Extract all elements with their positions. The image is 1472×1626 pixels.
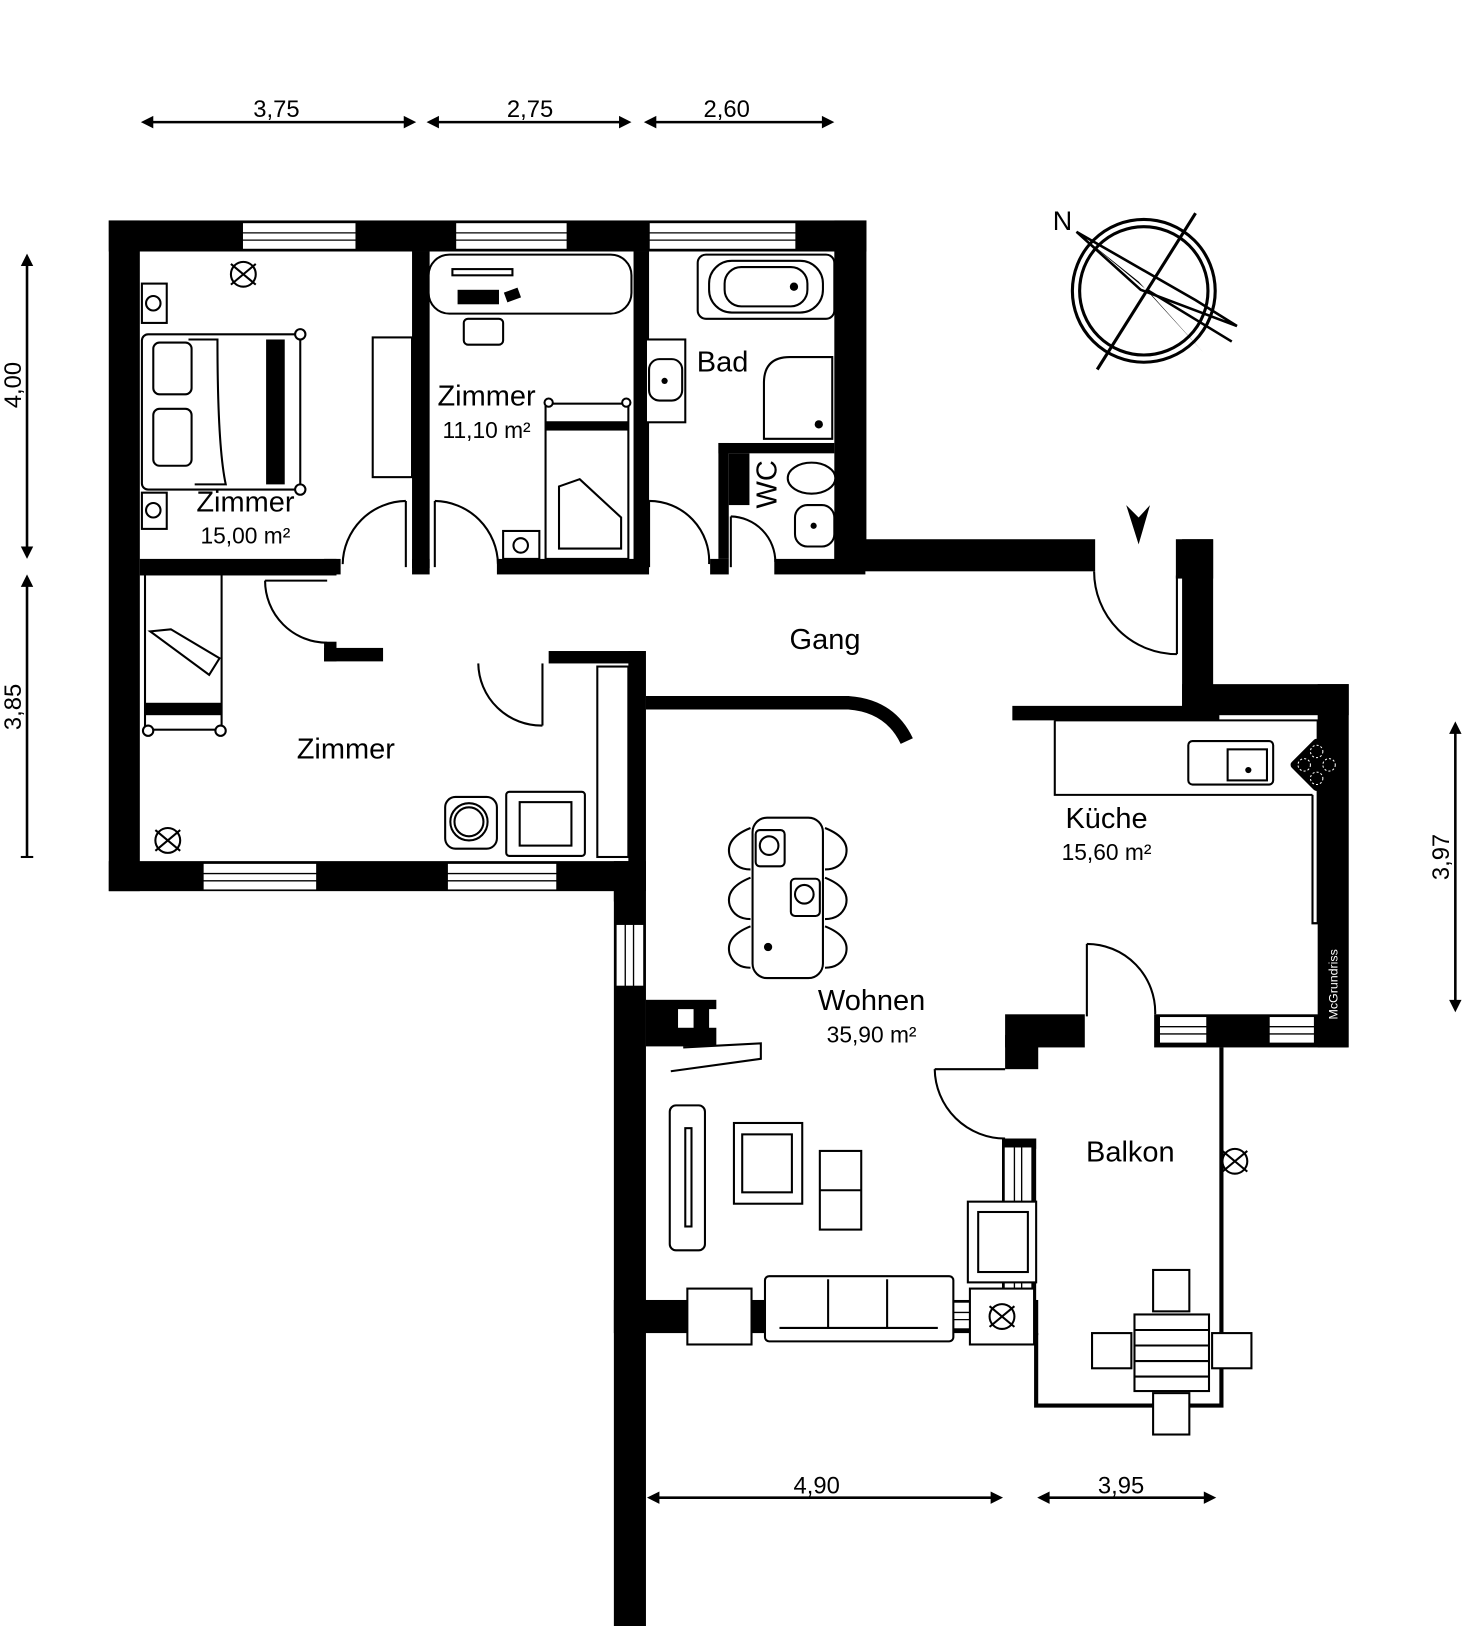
door xyxy=(264,580,328,644)
door xyxy=(933,1069,1006,1140)
room-kueche: Küche 15,60 m² xyxy=(1062,803,1152,865)
side-table-icon xyxy=(444,795,498,850)
door xyxy=(730,515,777,563)
nightstand-icon xyxy=(140,491,168,530)
door xyxy=(477,663,543,727)
dimension-bottom-1: 4,90 xyxy=(646,1473,1004,1504)
side-table-icon xyxy=(686,1287,753,1346)
furniture xyxy=(140,253,1343,1436)
dimension-label: 3,95 xyxy=(1098,1473,1144,1500)
wardrobe-icon xyxy=(596,665,630,859)
bathtub-icon xyxy=(696,253,836,320)
window xyxy=(1268,1015,1316,1044)
window xyxy=(1158,1015,1208,1044)
dimension-label: 3,75 xyxy=(253,96,299,123)
sofa-icon xyxy=(763,1275,955,1343)
window xyxy=(202,862,318,891)
dimension-top-1: 3,75 xyxy=(140,96,417,129)
window xyxy=(648,221,797,251)
window xyxy=(241,221,357,251)
kitchen-counter-icon xyxy=(1053,719,1319,925)
room-bad: Bad xyxy=(697,347,749,379)
window xyxy=(454,221,568,251)
room-name: Wohnen xyxy=(818,985,925,1017)
sink-icon xyxy=(793,504,836,548)
door xyxy=(434,499,499,565)
wardrobe-icon xyxy=(371,336,414,479)
room-zimmer-2: Zimmer 11,10 m² xyxy=(437,381,536,443)
doors xyxy=(264,499,1178,1140)
plant-icon xyxy=(229,260,257,288)
sink-icon xyxy=(644,338,687,424)
compass-icon: N xyxy=(1053,206,1238,371)
room-area: 35,90 m² xyxy=(827,1021,917,1047)
shower-icon xyxy=(762,356,834,440)
room-zimmer-1: Zimmer 15,00 m² xyxy=(196,486,295,548)
door xyxy=(649,499,711,565)
dimension-lines: 3,75 2,75 2,60 4,00 3,85 3,97 xyxy=(0,96,1462,1504)
window xyxy=(615,923,645,988)
desk-icon xyxy=(427,253,633,346)
fireplace-icon xyxy=(670,1009,762,1073)
dimension-bottom-2: 3,95 xyxy=(1037,1473,1217,1504)
room-name: Zimmer xyxy=(297,734,396,766)
dimension-top-2: 2,75 xyxy=(426,96,632,129)
plant-icon xyxy=(1221,1147,1249,1175)
room-name: Küche xyxy=(1065,803,1147,835)
compass-north-label: N xyxy=(1053,206,1072,236)
room-area: 15,60 m² xyxy=(1062,839,1152,865)
room-area: 15,00 m² xyxy=(200,522,290,548)
room-name: Zimmer xyxy=(196,486,295,518)
armchair-icon xyxy=(505,790,586,857)
dimension-top-3: 2,60 xyxy=(643,96,835,129)
room-wc: WC xyxy=(751,460,783,508)
nightstand-icon xyxy=(502,529,541,560)
room-balkon: Balkon xyxy=(1086,1136,1175,1168)
windows xyxy=(202,221,1316,1330)
room-zimmer-3: Zimmer xyxy=(297,734,396,766)
patio-table-icon xyxy=(1091,1268,1253,1436)
nightstand-icon xyxy=(140,282,168,324)
room-name: Gang xyxy=(790,624,861,656)
door xyxy=(341,499,406,565)
dimension-label: 4,90 xyxy=(794,1473,840,1500)
dimension-label: 2,60 xyxy=(704,96,750,123)
tv-stand-icon xyxy=(668,1104,706,1252)
room-labels: Zimmer 15,00 m² Zimmer 11,10 m² Bad WC G… xyxy=(196,347,1174,1169)
balcony-outline xyxy=(1034,1047,1224,1408)
coffee-table-icon xyxy=(818,1149,863,1231)
window xyxy=(446,862,558,891)
armchair-icon xyxy=(732,1121,804,1205)
stove-icon xyxy=(1290,738,1343,791)
toilet-icon xyxy=(786,461,837,495)
dimension-left-1: 4,00 xyxy=(0,253,34,559)
dimension-label: 2,75 xyxy=(507,96,553,123)
room-name: Balkon xyxy=(1086,1136,1175,1168)
dimension-label: 3,97 xyxy=(1428,834,1455,880)
dimension-label: 4,00 xyxy=(0,362,27,408)
armchair-icon xyxy=(966,1200,1038,1284)
plant-icon xyxy=(154,826,182,854)
room-name: WC xyxy=(751,460,783,508)
door xyxy=(1086,942,1157,1015)
entrance-arrow-icon xyxy=(1126,505,1151,545)
room-name: Bad xyxy=(697,347,749,379)
double-bed-icon xyxy=(140,328,307,496)
plant-icon xyxy=(988,1303,1016,1330)
room-gang: Gang xyxy=(790,624,861,656)
single-bed-icon xyxy=(543,397,632,560)
room-name: Zimmer xyxy=(437,381,536,413)
watermark: McGrundriss xyxy=(1326,949,1340,1019)
dimension-left-2: 3,85 xyxy=(0,574,34,859)
dimension-right-1: 3,97 xyxy=(1428,721,1462,1013)
dining-table-icon xyxy=(727,816,848,980)
dimension-label: 3,85 xyxy=(0,684,27,730)
room-wohnen: Wohnen 35,90 m² xyxy=(818,985,925,1047)
room-area: 11,10 m² xyxy=(442,417,531,443)
door xyxy=(1093,571,1177,656)
single-bed-icon xyxy=(141,573,227,737)
